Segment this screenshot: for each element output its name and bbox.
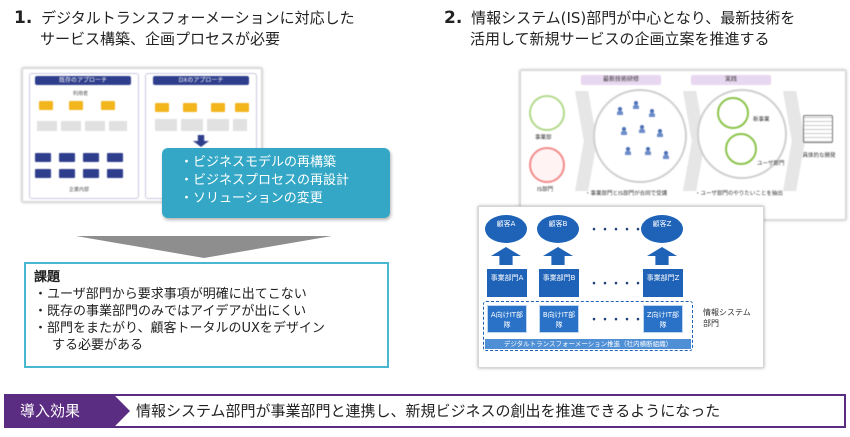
is-dept-side-label: 情報システム部門 [703, 308, 751, 328]
joint-training-bullet: ・事業部門とIS部門が合同で受講 [585, 191, 668, 197]
left-heading-line1: デジタルトランスフォーメーションに対応した [41, 9, 355, 27]
customer-a: 顧客A [485, 215, 527, 243]
bubble-item: ・ソリューションの変更 [180, 191, 323, 206]
ellipsis-dots: ・・・・・・ [589, 315, 655, 326]
ellipsis-dots: ・・・・・・ [589, 225, 655, 236]
issue-item: ・部門をまたがり、顧客トータルのUXをデザイン [34, 321, 325, 336]
internal-label: 企業内部 [69, 187, 90, 193]
issue-item: ・ユーザ部門から要求事項が明確に出てこない [34, 287, 307, 302]
left-heading-line2: サービス構築、企画プロセスが必要 [40, 30, 281, 48]
issues-title: 課題 [34, 270, 61, 285]
user-dept-label: ユーザ部門 [757, 161, 785, 167]
customer-b: 顧客B [537, 215, 579, 243]
business-dept-a: 事業部門A [487, 269, 527, 297]
approach-comparison-diagram: 既存のアプローチ DXのアプローチ 利用者 企業内部 [22, 68, 262, 202]
is-dept-label: IS部門 [537, 187, 554, 193]
training-practice-diagram: 最新技術研修 実践 事業部 IS部門 新事業 ユーザ部門 具体的な開発 ・事業部… [520, 70, 846, 220]
dx-approach-header: DXのアプローチ [153, 76, 249, 85]
right-heading-number: 2. [444, 8, 463, 28]
dx-change-bubble: ・ビジネスモデルの再構築 ・ビジネスプロセスの再設計 ・ソリューションの変更 [162, 148, 390, 218]
issue-item: ・既存の事業部門のみではアイデアが出にくい [34, 304, 307, 319]
customer-z: 顧客Z [641, 215, 683, 243]
dx-promotion-bar: デジタルトランスフォーメーション推進（社内横断組織） [485, 339, 691, 349]
business-dept-label: 事業部 [535, 135, 552, 141]
it-team-a: A向けIT部隊 [487, 305, 527, 333]
latest-tech-training-pill: 最新技術研修 [581, 75, 661, 85]
existing-approach-header: 既存のアプローチ [35, 76, 131, 85]
result-text: 情報システム部門が事業部門と連携し、新規ビジネスの創出を推進できるようになった [136, 402, 721, 420]
ellipsis-dots: ・・・・・・ [589, 279, 655, 290]
extract-wants-bullet: ・ユーザ部門のやりたいことを抽出 [695, 191, 783, 197]
right-heading-line2: 活用して新規サービスの企画立案を推進する [470, 30, 770, 48]
user-label: 利用者 [73, 91, 89, 97]
result-banner: 導入効果 情報システム部門が事業部門と連携し、新規ビジネスの創出を推進できるよう… [4, 394, 846, 428]
left-heading: 1. デジタルトランスフォーメーションに対応した サービス構築、企画プロセスが必… [14, 8, 414, 50]
issue-item-continuation: する必要がある [52, 338, 144, 353]
issues-box: 課題 ・ユーザ部門から要求事項が明確に出てこない ・既存の事業部門のみではアイデ… [24, 262, 389, 368]
it-team-b: B向けIT部隊 [539, 305, 579, 333]
right-heading-line1: 情報システム(IS)部門が中心となり、最新技術を [471, 9, 796, 27]
right-heading: 2. 情報システム(IS)部門が中心となり、最新技術を 活用して新規サービスの企… [444, 8, 844, 50]
bubble-item: ・ビジネスモデルの再構築 [180, 155, 337, 170]
left-heading-number: 1. [14, 8, 33, 28]
business-dept-b: 事業部門B [539, 269, 579, 297]
result-tag: 導入効果 [6, 396, 130, 426]
concrete-dev-label: 具体的な開発 [802, 153, 836, 159]
it-team-z: Z向けIT部隊 [643, 305, 683, 333]
practice-pill: 実践 [691, 75, 771, 85]
bubble-item: ・ビジネスプロセスの再設計 [180, 173, 350, 188]
business-dept-z: 事業部門Z [643, 269, 683, 297]
down-arrow [76, 236, 332, 258]
new-business-label: 新事業 [753, 117, 770, 123]
organization-diagram: 顧客A 顧客B ・・・・・・ 顧客Z 事業部門A 事業部門B ・・・・・・ 事業… [478, 206, 764, 368]
